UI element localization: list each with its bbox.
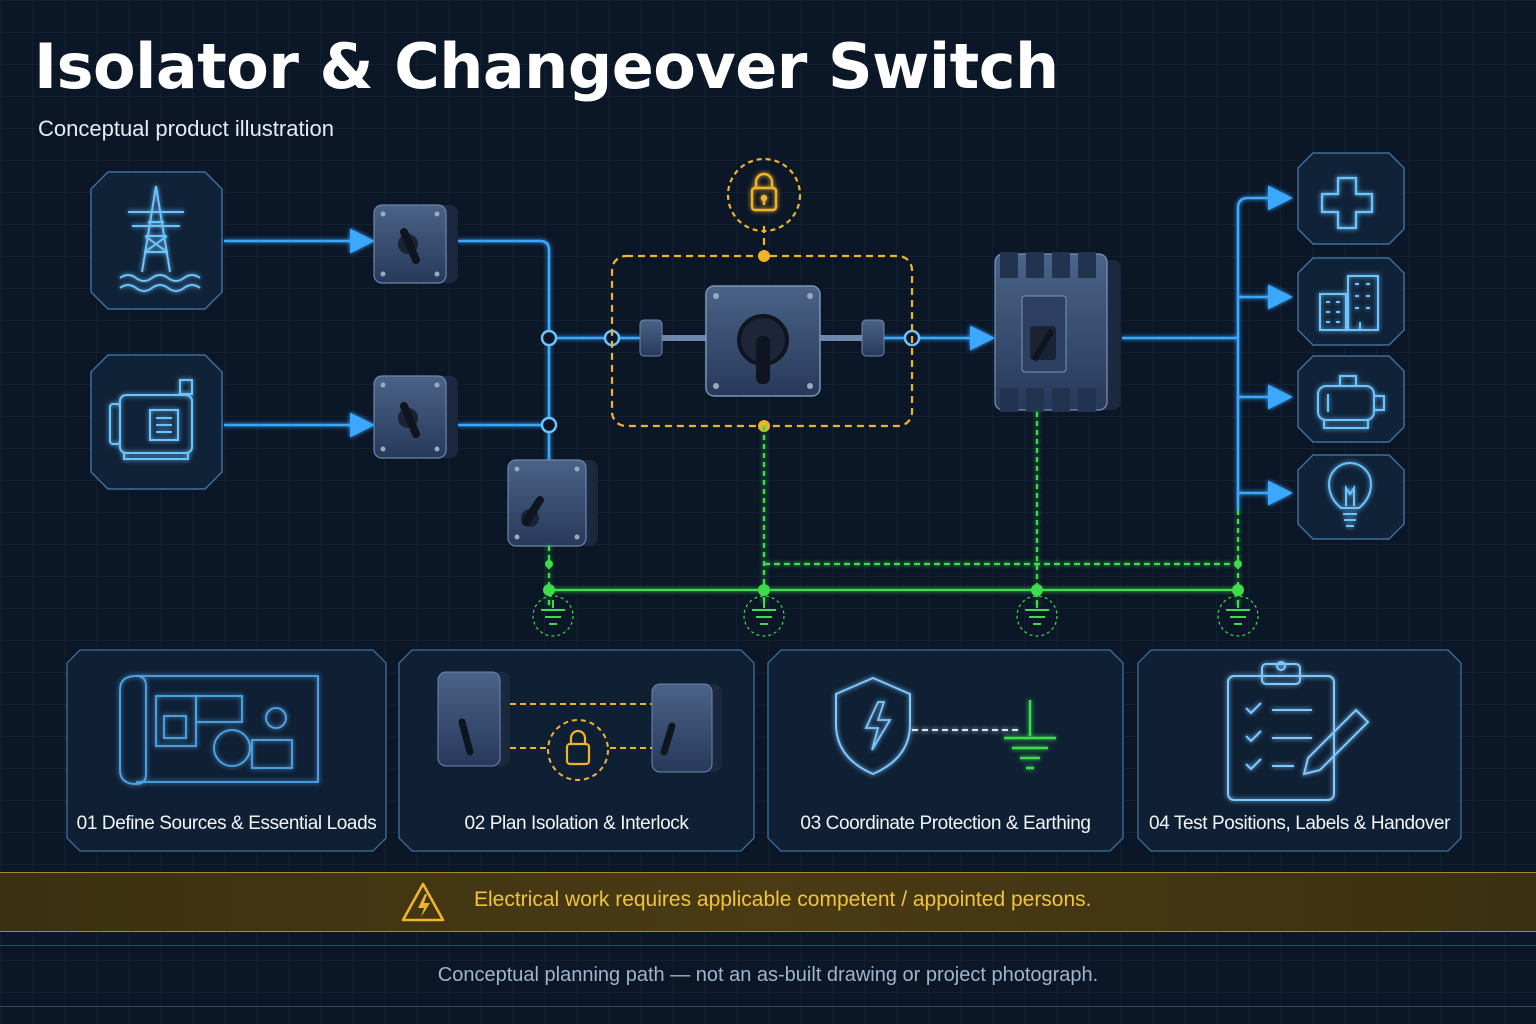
step-card-1 — [66, 649, 387, 852]
interlocked-switches-icon — [437, 671, 722, 781]
warning-banner — [0, 872, 1536, 932]
step-card-2 — [398, 649, 755, 852]
generator-icon — [109, 379, 193, 460]
footer-divider-top — [0, 945, 1536, 946]
step-label-4: 04 Test Positions, Labels & Handover — [1148, 813, 1451, 834]
earth-symbol-icons — [532, 595, 1259, 637]
isolator-switch-grid — [373, 204, 458, 284]
earth-nodes — [543, 560, 1244, 596]
source-tile-grid — [90, 171, 223, 490]
step-card-4 — [1137, 649, 1462, 852]
warning-text: Electrical work requires applicable comp… — [474, 888, 1092, 911]
page-subtitle: Conceptual product illustration — [38, 116, 334, 141]
motor-icon — [1317, 375, 1385, 429]
checklist-icon — [1227, 661, 1370, 801]
transmission-tower-icon — [119, 185, 201, 292]
power-lines — [224, 185, 1293, 540]
load-tile-building — [1297, 257, 1405, 346]
floor-plan-icon — [119, 675, 319, 785]
junction-nodes — [540, 329, 921, 434]
earth-bus — [547, 412, 1240, 605]
step-card-3 — [767, 649, 1124, 852]
load-tile-medical — [1297, 152, 1405, 245]
footer-disclaimer: Conceptual planning path — not an as-bui… — [437, 964, 1099, 986]
step-label-3: 03 Coordinate Protection & Earthing — [800, 813, 1091, 834]
load-tile-motor — [1297, 355, 1405, 443]
isolator-switch-generator — [373, 375, 458, 459]
warning-triangle-icon — [401, 882, 445, 922]
changeover-switch — [639, 285, 885, 397]
step-label-1: 01 Define Sources & Essential Loads — [76, 813, 377, 834]
footer-divider-bottom — [0, 1006, 1536, 1007]
page-title: Isolator & Changeover Switch — [34, 30, 1059, 103]
step-label-2: 02 Plan Isolation & Interlock — [464, 813, 689, 834]
lock-icon — [750, 172, 778, 212]
isolator-switch-lower — [507, 459, 598, 547]
load-tile-lighting — [1297, 454, 1405, 540]
light-bulb-icon — [1327, 462, 1373, 527]
shield-earth-icon — [835, 676, 1056, 776]
circuit-breaker — [994, 252, 1121, 412]
building-icon — [1319, 275, 1379, 331]
medical-cross-icon — [1320, 176, 1374, 230]
